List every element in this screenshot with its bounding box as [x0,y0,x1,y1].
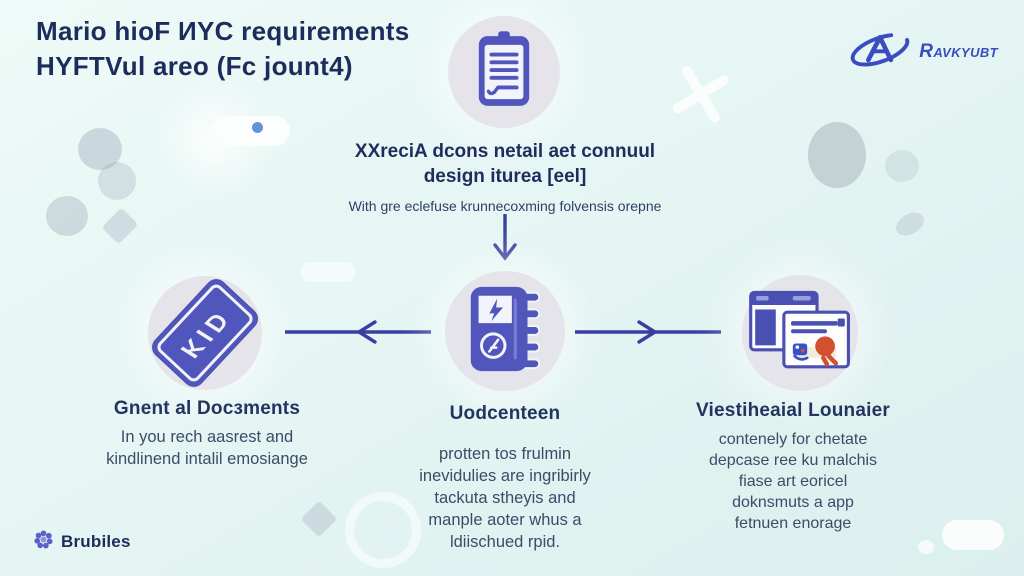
deco-halo [155,78,275,198]
top-node-subtitle: With gre eclefuse krunnecoxming folvensi… [348,198,662,215]
footer-brand-text: Brubiles [61,532,131,551]
center-node-text: Uodcenteen protten tos frulmin ineviduli… [375,403,635,554]
deco-cloud [212,116,290,146]
arrow-down-icon [492,214,518,267]
id-card-border: KID [154,281,256,385]
center-node-body-line: inevidulies are ingribirly [419,466,591,485]
deco-gem [300,500,338,538]
deco-balloon [808,122,866,188]
orbit-swoosh-icon [845,24,915,79]
left-node-heading: Gnent al Docɜments [113,398,301,419]
page-title-line2: HYFTVul areo (Fc jount4) [36,50,353,81]
id-card-icon: KID [148,276,262,390]
center-node-body-line: ldiischued rpid. [449,532,561,551]
right-node-body-line: fiase art eoricel [738,473,848,491]
deco-card-shape [101,207,139,245]
arrow-left-icon [283,319,433,350]
deco-wing [892,207,928,241]
center-node-body-line: protten tos frulmin [438,445,572,463]
deco-x-mark [661,55,739,133]
left-node-circle: KID [148,276,262,390]
logo-text: Ravkyubt [919,40,998,62]
documents-windows-icon [748,289,852,378]
right-node-circle [742,275,858,391]
notebook-lightning-icon [462,283,548,380]
right-node-body-line: depcase ree ku malchis [708,452,878,470]
deco-cloud-dot [918,540,934,554]
page-title: Mario hioF ИYC requirements HYFTVul areo… [36,14,410,83]
right-node-body-line: contenely for chetate [718,431,868,448]
center-node-body-line: tackuta stheyis and [434,488,576,507]
deco-cloud [300,262,356,282]
center-node-circle [445,271,565,391]
left-node-body-line: In you rech aasrest and [120,428,294,446]
center-node-body-line: manple aoter whus a [428,510,582,529]
clipboard-document-icon [473,30,535,115]
brand-logo: Ravkyubt [845,24,998,79]
top-node-text: XXreciA dcons netail aet connuul design … [285,140,725,214]
arrow-right-icon [573,319,723,350]
deco-doodle-circle [78,128,122,170]
right-node-text: Viestiheaial Lounaier contenely for chet… [663,400,923,535]
deco-blue-dot [252,122,263,133]
deco-balloon-small [885,150,919,182]
page-title-line1: Mario hioF ИYC requirements [36,16,410,46]
left-node-body-line: kindlinend intalil emosiange [106,449,308,468]
deco-doodle-circle [46,196,88,236]
deco-cloud [942,520,1004,550]
center-node-heading: Uodcenteen [449,403,561,424]
top-node-heading-line2: design iturea [eel] [423,165,587,187]
footer-brand: Brubiles [34,530,131,554]
right-node-body-line: fetnuen enorage [734,515,852,533]
right-node-body-line: doknsmuts a app [732,494,854,512]
deco-doodle-circle [98,162,136,200]
left-node-text: Gnent al Docɜments In you rech aasrest a… [62,398,352,471]
right-node-heading: Viestiheaial Lounaier [696,400,890,421]
flower-icon [34,530,53,554]
id-card-text: KID [175,302,236,365]
top-node-heading-line1: XXreciA dcons netail aet connuul [354,141,656,162]
top-node-circle [448,16,560,128]
